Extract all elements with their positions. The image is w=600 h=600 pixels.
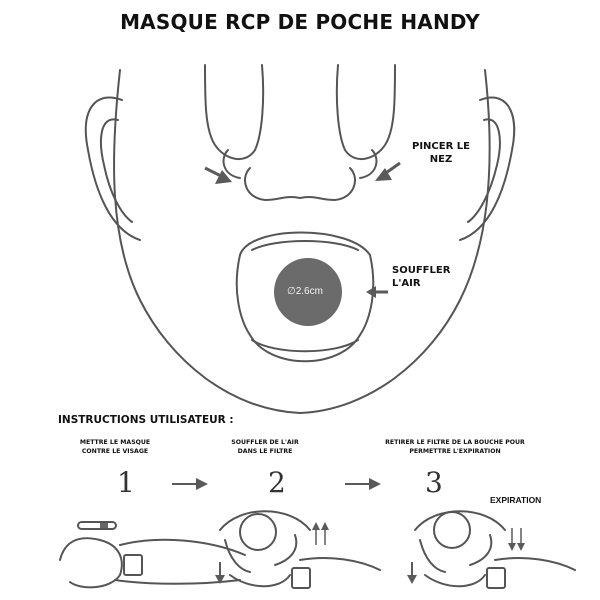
blow-air-line1: SOUFFLER [392, 265, 451, 276]
step-3-caption-line1: RETIRER LE FILTRE DE LA BOUCHE POUR [385, 439, 525, 446]
step-3-number: 3 [425, 466, 443, 499]
step-1-caption-line1: METTRE LE MASQUE [79, 439, 151, 446]
filter-icon [100, 523, 108, 528]
step-3-caption-line2: PERMETTRE L'EXPIRATION [409, 447, 501, 455]
step-2-caption: SOUFFLER DE L'AIR DANS LE FILTRE [210, 439, 320, 456]
step-3-caption: RETIRER LE FILTRE DE LA BOUCHE POUR PERM… [370, 439, 540, 456]
pinch-nose-line1: PINCER LE [412, 141, 470, 152]
blow-air-line2: L'AIR [392, 278, 421, 289]
step-1-caption-line2: CONTRE LE VISAGE [81, 447, 149, 455]
step-2-caption-line2: DANS LE FILTRE [237, 447, 293, 455]
pinch-nose-line2: NEZ [429, 154, 453, 165]
step-2-caption-line1: SOUFFLER DE L'AIR [231, 439, 299, 446]
step-1-caption: METTRE LE MASQUE CONTRE LE VISAGE [60, 439, 170, 456]
expiration-label: EXPIRATION [490, 495, 542, 505]
pinch-nose-label: PINCER LE NEZ [412, 140, 470, 166]
page-title: MASQUE RCP DE POCHE HANDY [120, 10, 480, 34]
step-1-number: 1 [117, 466, 135, 499]
step-2-number: 2 [268, 466, 286, 499]
instructions-heading: INSTRUCTIONS UTILISATEUR : [58, 414, 234, 426]
filter-opening-circle [274, 258, 342, 326]
diameter-label: ∅2.6cm [287, 286, 323, 297]
blow-air-label: SOUFFLER L'AIR [392, 264, 450, 290]
